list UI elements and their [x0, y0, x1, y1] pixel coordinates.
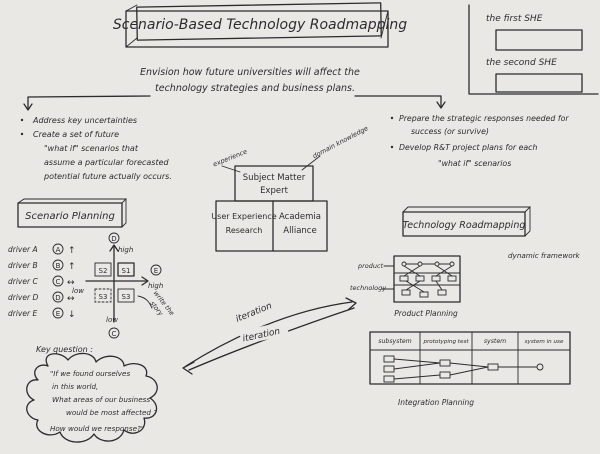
- driver-list: driver A driver B driver C driver D driv…: [8, 245, 38, 318]
- lower-box: [215, 200, 328, 252]
- left-bullet-2-line-2: "what if" scenarios that: [44, 144, 139, 153]
- right-bullet-1-line-2: success (or survive): [411, 127, 489, 136]
- sme-line-2: Expert: [260, 186, 289, 196]
- right-bullet-2-line-2: "what if" scenarios: [438, 159, 511, 168]
- uer-line-2: Research: [226, 226, 263, 235]
- driver-marks: A B C D E: [52, 243, 64, 319]
- left-branch-arrow: [27, 95, 151, 109]
- left-bullet-2-line-4: potential future actually occurs.: [43, 172, 172, 181]
- tech-roadmap-title: Technology Roadmapping: [403, 220, 526, 231]
- int-header-2: system: [484, 337, 506, 345]
- axis-top-circle: D: [111, 235, 116, 243]
- left-bullet-2-line-3: assume a particular forecasted: [44, 158, 170, 167]
- integration-planning-label: Integration Planning: [398, 398, 474, 407]
- left-bullet-1: Address key uncertainties: [32, 116, 137, 125]
- driver-mark-2: C: [56, 278, 61, 286]
- driver-arrows: ↑ ↑ ↔ ↔ ↓: [67, 246, 76, 320]
- technology-label: technology: [350, 284, 386, 292]
- sme-line-1: Subject Matter: [243, 173, 306, 183]
- driver-arrow-3: ↔: [67, 294, 75, 304]
- scenario-title: Scenario Planning: [25, 211, 115, 222]
- iteration-loop: iteration iteration: [182, 294, 357, 375]
- page-title: Scenario-Based Technology Roadmapping: [113, 17, 407, 33]
- axis-bottom-circle: C: [112, 330, 117, 338]
- axis-top-label: high: [118, 246, 133, 254]
- driver-mark-3: D: [55, 294, 60, 302]
- cell-s3a-box: [94, 288, 112, 303]
- product-chart: [393, 255, 461, 303]
- legend-first-label: the first SHE: [486, 14, 543, 24]
- tech-roadmapping: Technology Roadmapping dynamic framework…: [350, 206, 581, 407]
- driver-arrow-4: ↓: [68, 310, 76, 320]
- cell-s3b-box: [117, 288, 135, 303]
- aa-line-1: Academia: [279, 212, 321, 222]
- legend-second-box: [495, 73, 583, 93]
- key-question-label: Key question :: [36, 345, 93, 354]
- cell-s2-box: [94, 262, 112, 277]
- experience-label: experience: [212, 147, 249, 168]
- left-bullets: Address key uncertainties Create a set o…: [20, 116, 172, 181]
- left-bullet-2-line-1: Create a set of future: [33, 130, 119, 139]
- product-label: product: [357, 262, 384, 270]
- driver-arrow-0: ↑: [68, 246, 76, 256]
- aa-line-2: Alliance: [283, 226, 316, 236]
- cell-s3b: S3: [122, 293, 131, 301]
- axis-bottom-label: low: [106, 316, 118, 324]
- kq-line-1: "If we found ourselves: [50, 369, 130, 378]
- right-bullet-2-line-1: Develop R&T project plans for each: [399, 143, 537, 152]
- domain-knowledge-label: domain knowledge: [311, 124, 369, 160]
- driver-arrow-1: ↑: [68, 262, 76, 272]
- axis-left-label: low: [72, 287, 84, 295]
- scenario-planning: Scenario Planning driver A driver B driv…: [8, 198, 176, 339]
- cell-s1: S1: [122, 267, 131, 275]
- driver-0: driver A: [8, 245, 38, 254]
- cloud-outline: [26, 352, 158, 443]
- driver-3: driver D: [8, 293, 38, 302]
- intro-line-2: technology strategies and business plans…: [155, 83, 355, 94]
- driver-2: driver C: [8, 277, 38, 286]
- kq-line-5: How would we response?": [50, 424, 144, 433]
- cell-s2: S2: [99, 267, 108, 275]
- right-bullet-1-line-1: Prepare the strategic responses needed f…: [399, 114, 569, 123]
- right-bullets: Prepare the strategic responses needed f…: [390, 114, 569, 168]
- integration-table: [369, 331, 571, 385]
- driver-1: driver B: [8, 261, 38, 270]
- cell-s3a: S3: [99, 293, 108, 301]
- driver-arrow-2: ↔: [67, 278, 75, 288]
- int-header-3: system in use: [525, 339, 564, 345]
- she-legend: the first SHE the second SHE: [468, 4, 599, 95]
- intro-line-1: Envision how future universities will af…: [140, 67, 360, 78]
- kq-line-4: would be most affected ?: [66, 408, 157, 417]
- product-planning-label: Product Planning: [394, 309, 458, 318]
- axis-right-circle: E: [154, 267, 158, 275]
- int-header-0: subsystem: [378, 337, 411, 345]
- legend-first-box: [495, 29, 583, 51]
- expert-block: experience domain knowledge Subject Matt…: [211, 124, 369, 252]
- cell-s1-box: [117, 262, 135, 277]
- legend-second-label: the second SHE: [486, 58, 557, 68]
- right-branch-arrow: [354, 95, 442, 107]
- int-header-1: prototyping test: [422, 339, 469, 345]
- key-question: Key question : "If we found ourselves in…: [26, 345, 158, 443]
- title-banner: Scenario-Based Technology Roadmapping: [113, 2, 407, 48]
- driver-mark-0: A: [56, 246, 61, 254]
- driver-4: driver E: [8, 309, 37, 318]
- tech-roadmap-subtitle: dynamic framework: [508, 251, 581, 260]
- kq-line-3: What areas of our business: [52, 395, 150, 404]
- driver-mark-4: E: [56, 310, 60, 318]
- uer-line-1: User Experience: [211, 212, 276, 221]
- driver-mark-1: B: [56, 262, 61, 270]
- axis-right-label: high: [148, 282, 163, 290]
- kq-line-2: in this world,: [52, 382, 98, 391]
